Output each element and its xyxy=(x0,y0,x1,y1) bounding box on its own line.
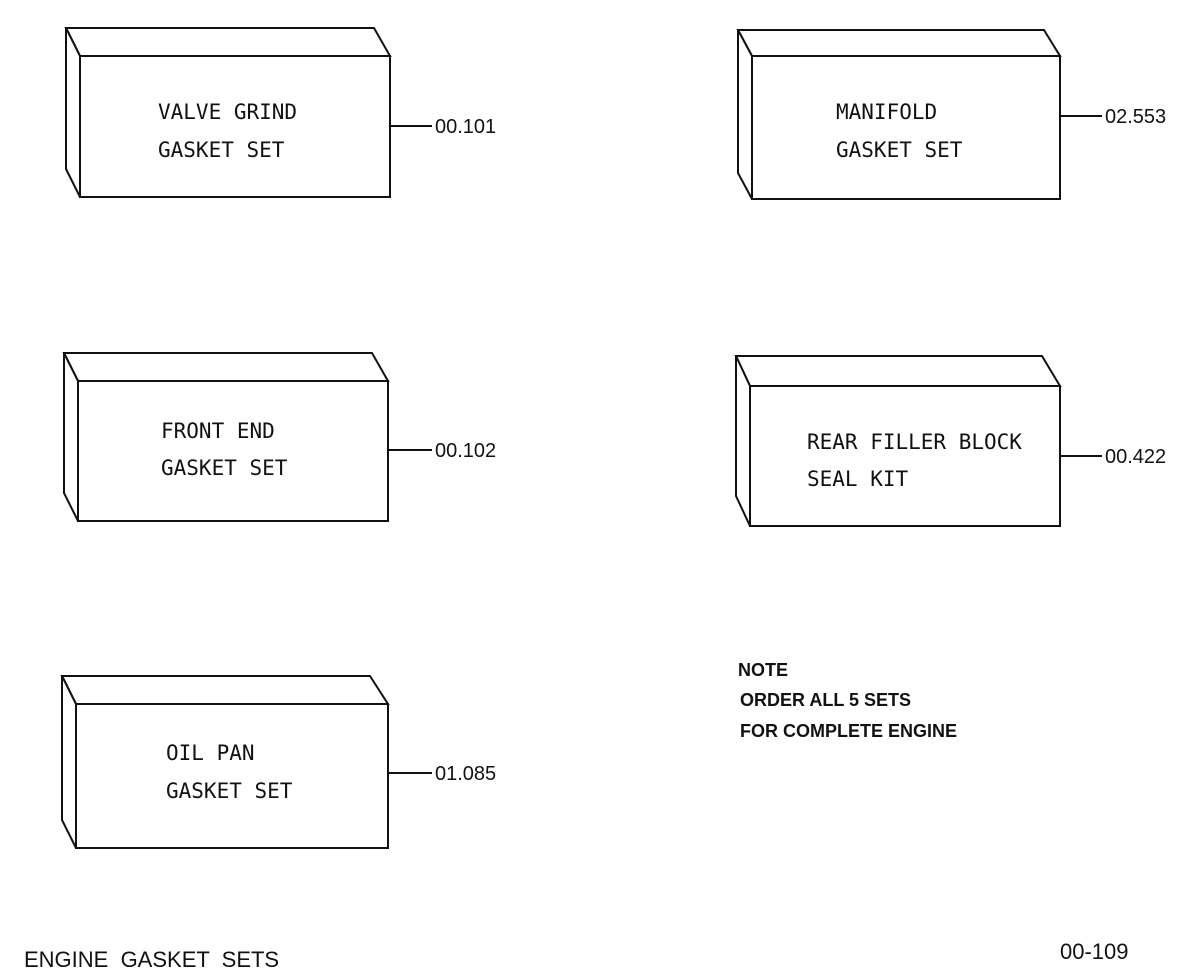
part-number-rear-filler: 00.422 xyxy=(1105,446,1166,468)
box-rear-filler-block: REAR FILLER BLOCK SEAL KIT 00.422 xyxy=(734,355,1166,527)
box-front-end: FRONT END GASKET SET 00.102 xyxy=(62,352,496,522)
page-title: ENGINE GASKET SETS xyxy=(24,947,279,972)
box-valve-grind-line1: VALVE GRIND xyxy=(158,100,297,124)
page-number: 00-109 xyxy=(1060,939,1129,964)
box-rear-filler-line2: SEAL KIT xyxy=(807,467,909,491)
note-heading: NOTE xyxy=(738,660,788,680)
box-manifold-line1: MANIFOLD xyxy=(836,100,937,124)
box-front-end-line1: FRONT END xyxy=(161,419,275,443)
note-line2: FOR COMPLETE ENGINE xyxy=(740,721,957,741)
note-block: NOTE ORDER ALL 5 SETS FOR COMPLETE ENGIN… xyxy=(738,660,957,741)
part-number-manifold: 02.553 xyxy=(1105,106,1166,128)
box-oil-pan: OIL PAN GASKET SET 01.085 xyxy=(60,675,496,849)
part-number-oil-pan: 01.085 xyxy=(435,763,496,785)
box-oil-pan-line2: GASKET SET xyxy=(166,779,293,803)
box-manifold-line2: GASKET SET xyxy=(836,138,963,162)
box-manifold: MANIFOLD GASKET SET 02.553 xyxy=(736,29,1166,200)
box-valve-grind-line2: GASKET SET xyxy=(158,138,285,162)
note-line1: ORDER ALL 5 SETS xyxy=(740,690,911,710)
box-valve-grind: VALVE GRIND GASKET SET 00.101 xyxy=(64,27,496,198)
part-number-valve-grind: 00.101 xyxy=(435,116,496,138)
part-number-front-end: 00.102 xyxy=(435,440,496,462)
box-rear-filler-line1: REAR FILLER BLOCK xyxy=(807,430,1022,454)
box-front-end-line2: GASKET SET xyxy=(161,456,288,480)
box-oil-pan-line1: OIL PAN xyxy=(166,741,255,765)
